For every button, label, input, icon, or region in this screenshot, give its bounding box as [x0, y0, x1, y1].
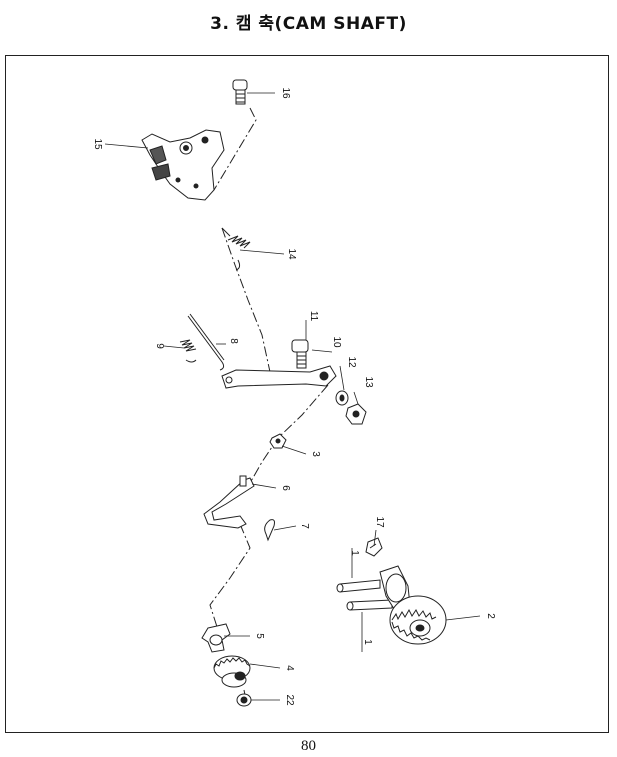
label-12: 12 [346, 356, 357, 368]
part-labels: 16 15 14 11 10 9 8 12 13 3 6 7 17 1 1 2 … [92, 87, 496, 706]
label-8: 8 [228, 338, 239, 344]
label-15: 15 [92, 138, 103, 150]
leader-lines [104, 92, 481, 701]
part-6-crank [203, 475, 255, 529]
page-number: 80 [301, 738, 316, 754]
label-17: 17 [374, 516, 385, 528]
part-9-spring [179, 339, 197, 363]
part-14-spring [221, 227, 251, 271]
part-16-screw [232, 79, 248, 105]
label-9: 9 [154, 343, 165, 349]
label-1-upper: 1 [349, 550, 360, 556]
part-11-screw [291, 339, 309, 369]
part-8-rod [187, 313, 225, 371]
label-14: 14 [286, 248, 297, 260]
part-10-lever [221, 365, 337, 389]
part-17-key [365, 537, 383, 557]
label-10: 10 [331, 336, 342, 348]
part-7-pin [264, 519, 275, 542]
part-5-collar [201, 623, 231, 653]
part-1-pin-lower [346, 599, 393, 611]
part-12-washer [335, 390, 349, 406]
label-5: 5 [254, 633, 265, 639]
diagram-frame [5, 55, 609, 733]
part-4-gear [213, 655, 251, 688]
part-13-nut [345, 403, 367, 425]
label-4: 4 [284, 665, 295, 671]
part-15-bracket [141, 129, 225, 201]
label-11: 11 [308, 311, 319, 322]
part-2-cam-gear [379, 565, 447, 645]
label-1-lower: 1 [362, 639, 373, 645]
part-3-nut [269, 433, 287, 449]
label-3: 3 [310, 451, 321, 457]
label-16: 16 [280, 87, 291, 99]
part-1-pin-upper [336, 579, 381, 593]
label-22: 22 [284, 694, 295, 706]
label-6: 6 [280, 485, 291, 491]
label-13: 13 [363, 376, 374, 388]
label-2: 2 [485, 613, 496, 619]
page-title: 3. 캠 축(CAM SHAFT) [210, 14, 407, 34]
part-22-washer [236, 693, 252, 707]
label-7: 7 [299, 523, 310, 529]
